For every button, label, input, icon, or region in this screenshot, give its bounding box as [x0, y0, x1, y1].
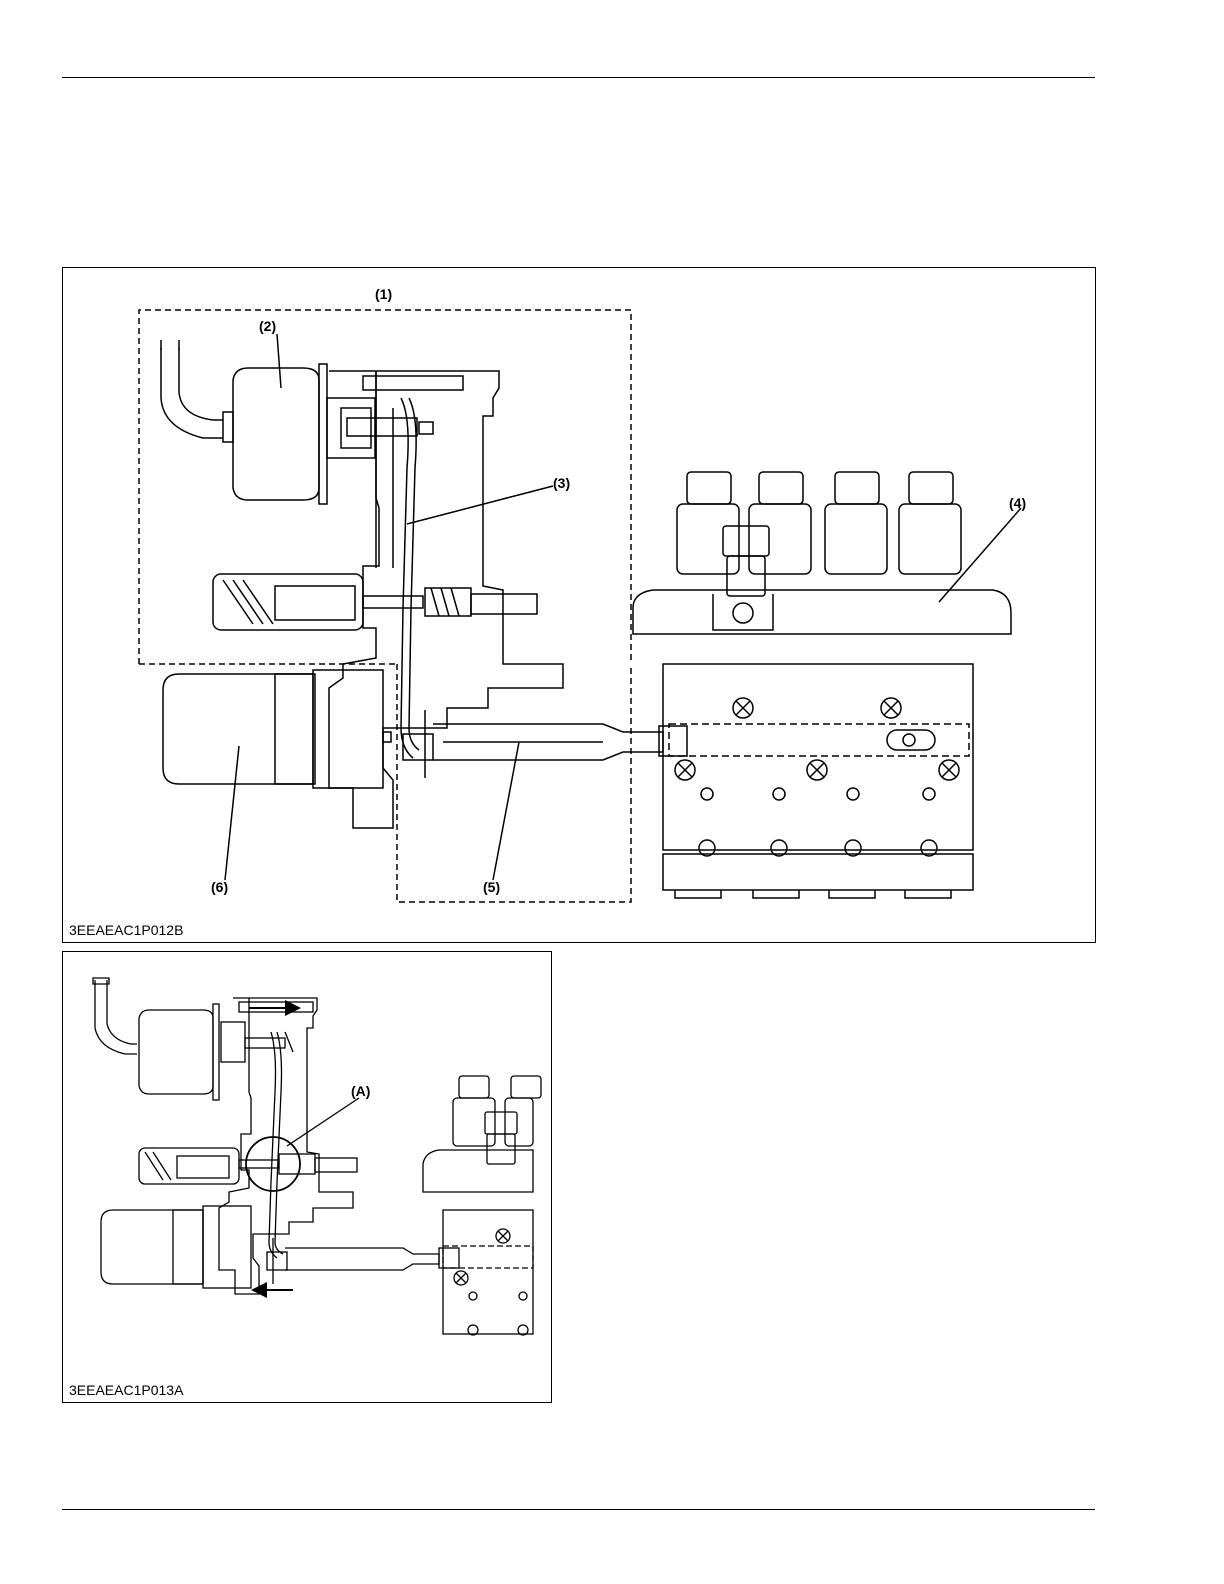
leader-line-a — [287, 1098, 359, 1146]
figure-2: (A) 3EEAEAC1P013A — [62, 951, 552, 1403]
callout-6: (6) — [211, 879, 228, 895]
callout-2: (2) — [259, 318, 276, 334]
footer-rule — [62, 1509, 1095, 1510]
callout-4: (4) — [1009, 495, 1026, 511]
figure-1: (1) (2) (3) (4) (5) (6) 3EEAEAC1P012B — [62, 267, 1096, 943]
figure-1-code: 3EEAEAC1P012B — [69, 922, 183, 938]
pump-body — [439, 1210, 533, 1335]
injection-pump — [633, 472, 1011, 634]
control-rack — [403, 710, 663, 778]
leader-line-6 — [225, 746, 239, 880]
solenoid — [161, 340, 433, 504]
figure-2-drawing: (A) — [63, 952, 553, 1404]
figure-2-code: 3EEAEAC1P013A — [69, 1382, 183, 1398]
plunger-assembly — [213, 574, 537, 630]
figure-1-drawing: (1) (2) (3) (4) (5) (6) — [63, 268, 1097, 944]
callout-3: (3) — [553, 475, 570, 491]
leader-line-5 — [493, 742, 519, 880]
governor-housing — [219, 998, 353, 1294]
actuator — [163, 670, 391, 788]
callout-1: (1) — [375, 286, 392, 302]
solenoid — [93, 978, 293, 1100]
header-rule — [62, 77, 1095, 78]
pump-body — [659, 664, 973, 898]
callout-5: (5) — [483, 879, 500, 895]
leader-line-4 — [939, 508, 1021, 602]
leader-line-3 — [407, 486, 553, 524]
injection-pump — [423, 1076, 541, 1192]
callout-a: (A) — [351, 1083, 370, 1099]
leader-line-2 — [277, 334, 281, 388]
actuator — [101, 1206, 251, 1288]
